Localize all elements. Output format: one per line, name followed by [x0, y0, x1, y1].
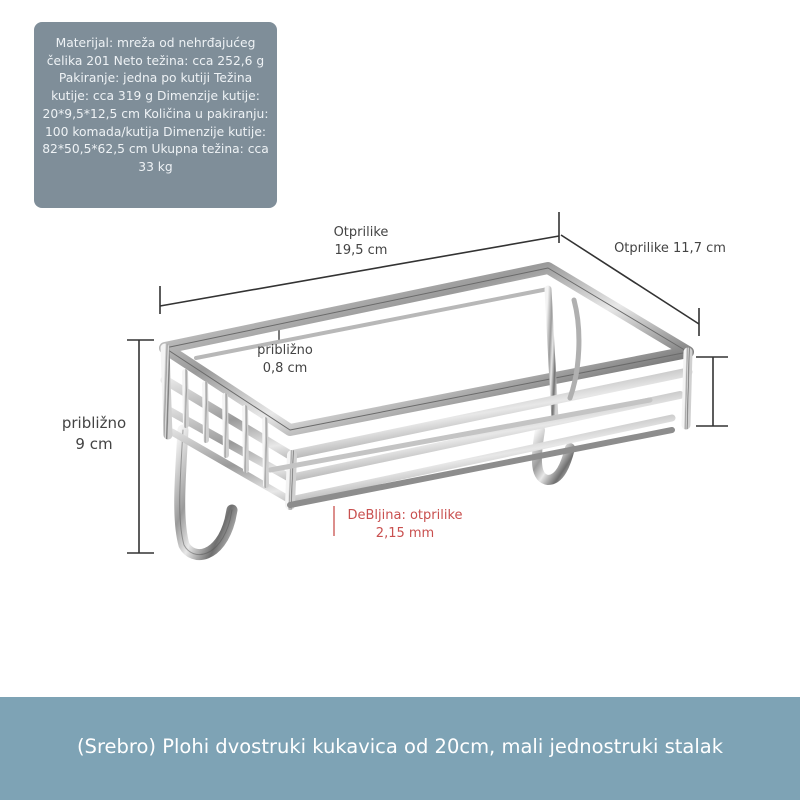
caption-banner: (Srebro) Plohi dvostruki kukavica od 20c… — [0, 697, 800, 800]
wire-basket — [159, 262, 694, 560]
caption-text: (Srebro) Plohi dvostruki kukavica od 20c… — [76, 735, 724, 758]
thickness-label-line2: 2,15 mm — [375, 526, 435, 541]
product-illustration — [127, 212, 728, 560]
depth-dimension-line — [560, 234, 700, 336]
thickness-label-line1: DeBljina: otprilike — [347, 508, 463, 523]
width-dimension-line — [159, 212, 560, 314]
spec-box: Materijal: mreža od nehrđajućeg čelika 2… — [34, 22, 277, 208]
depth-label: Otprilike 11,7 cm — [602, 240, 738, 258]
wire-size-label-line1: približno — [257, 343, 313, 358]
height-label-line1: približno — [61, 414, 127, 432]
width-label-line2: 19,5 cm — [334, 243, 388, 258]
height-label: približno 9 cm — [48, 413, 140, 455]
height-dimension-line-right — [696, 356, 728, 427]
height-label-line2: 9 cm — [75, 435, 113, 453]
spec-text: Materijal: mreža od nehrđajućeg čelika 2… — [42, 36, 269, 174]
thickness-label: DeBljina: otprilike 2,15 mm — [330, 507, 480, 543]
width-label-line1: Otprilike — [333, 225, 389, 240]
wire-size-label-line2: 0,8 cm — [262, 361, 308, 376]
depth-label-text: Otprilike 11,7 cm — [614, 241, 726, 256]
width-label: Otprilike 19,5 cm — [316, 224, 406, 260]
wire-size-label: približno 0,8 cm — [240, 342, 330, 378]
height-dimension-line-left — [127, 339, 154, 554]
